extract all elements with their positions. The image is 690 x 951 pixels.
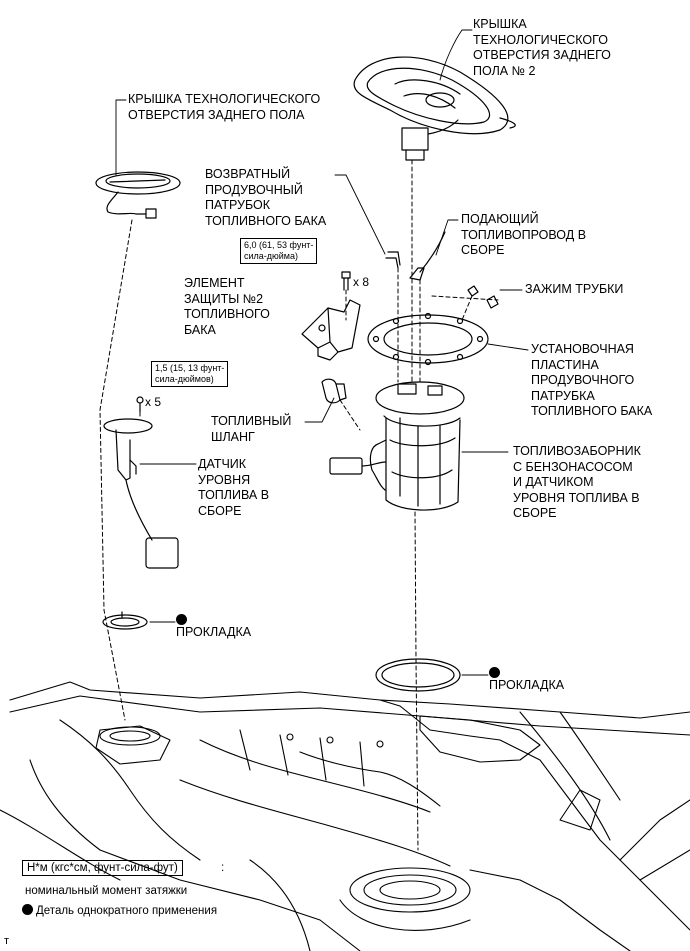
leader-lines bbox=[115, 29, 529, 676]
label-sender-gauge: ДАТЧИК УРОВНЯ ТОПЛИВА В СБОРЕ bbox=[198, 457, 270, 518]
legend-unit-box: Н*м (кгс*см, фунт-сила-фут) bbox=[22, 860, 183, 876]
bolt-part bbox=[341, 271, 351, 291]
label-rear-floor-hole-cover-2: КРЫШКА ТЕХНОЛОГИЧЕСКОГО ОТВЕРСТИЯ ЗАДНЕГ… bbox=[473, 17, 611, 78]
non-reusable-marker-icon bbox=[22, 904, 33, 915]
vehicle-floor-body bbox=[0, 681, 690, 951]
label-gasket-large: ПРОКЛАДКА bbox=[489, 667, 564, 694]
label-fuel-hose: ТОПЛИВНЫЙ ШЛАНГ bbox=[211, 414, 292, 444]
gasket-large-part bbox=[375, 658, 461, 692]
label-protector-2: ЭЛЕМЕНТ ЗАЩИТЫ №2 ТОПЛИВНОГО БАКА bbox=[184, 276, 270, 337]
torque-spec-protector: 6,0 (61, 53 фунт- сила-дюйма) bbox=[240, 238, 318, 264]
label-fuel-supply-line: ПОДАЮЩИЙ ТОПЛИВОПРОВОД В СБОРЕ bbox=[461, 212, 587, 257]
non-reusable-marker-icon bbox=[489, 667, 500, 678]
protector-2-part bbox=[301, 299, 361, 361]
footer-mark: т bbox=[4, 935, 10, 947]
label-vent-plate: УСТАНОВОЧНАЯ ПЛАСТИНА ПРОДУВОЧНОГО ПАТРУ… bbox=[531, 342, 653, 418]
tube-clamp-parts bbox=[467, 285, 499, 309]
non-reusable-marker-icon bbox=[176, 614, 187, 625]
gasket-small-part bbox=[102, 611, 148, 630]
label-return-vent-pipe: ВОЗВРАТНЫЙ ПРОДУВОЧНЫЙ ПАТРУБОК ТОПЛИВНО… bbox=[205, 167, 327, 228]
rear-floor-hole-cover-2-part bbox=[353, 56, 516, 161]
label-rear-floor-hole-cover: КРЫШКА ТЕХНОЛОГИЧЕСКОГО ОТВЕРСТИЯ ЗАДНЕГ… bbox=[128, 92, 321, 122]
label-gasket-small: ПРОКЛАДКА bbox=[176, 614, 251, 641]
sender-gauge-part bbox=[103, 396, 179, 569]
label-fuel-suction-assembly: ТОПЛИВОЗАБОРНИК С БЕНЗОНАСОСОМ И ДАТЧИКО… bbox=[513, 444, 641, 520]
fuel-hose-part bbox=[321, 378, 347, 404]
legend-unit-description: номинальный момент затяжки bbox=[25, 885, 188, 897]
label-tube-clamp: ЗАЖИМ ТРУБКИ bbox=[525, 282, 624, 296]
fuel-suction-assembly-part bbox=[329, 381, 465, 511]
rear-floor-hole-cover-part bbox=[95, 171, 181, 219]
qty-protector-bolts: x 8 bbox=[353, 275, 370, 289]
fuel-supply-line-part bbox=[409, 231, 446, 281]
return-vent-pipe-part bbox=[385, 251, 401, 269]
vent-plate-part bbox=[367, 312, 489, 366]
legend-unit-colon: : bbox=[221, 862, 225, 874]
torque-spec-sender: 1,5 (15, 13 фунт- сила-дюймов) bbox=[151, 361, 229, 387]
legend-non-reusable: Деталь однократного применения bbox=[22, 904, 217, 917]
assembly-centerlines bbox=[99, 159, 499, 851]
qty-sender-screws: x 5 bbox=[145, 395, 162, 409]
